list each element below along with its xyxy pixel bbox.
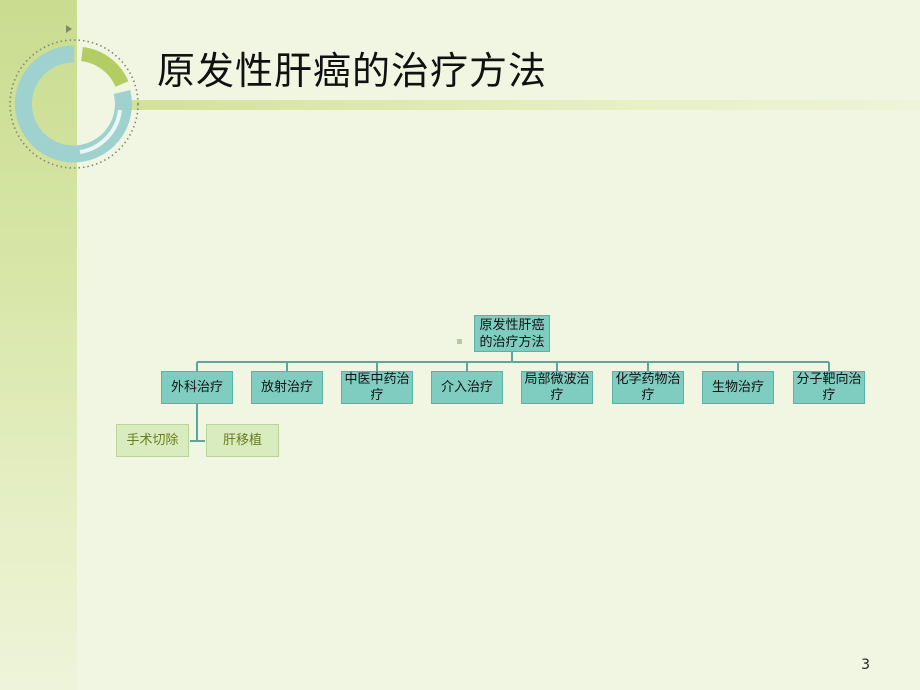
slide-title: 原发性肝癌的治疗方法	[157, 49, 548, 93]
branch-radiotherapy: 放射治疗	[251, 371, 323, 404]
root-node: 原发性肝癌 的治疗方法	[474, 315, 550, 352]
sub-resection: 手术切除	[116, 424, 189, 457]
branch-biotherapy: 生物治疗	[702, 371, 774, 404]
branch-tcm: 中医中药治 疗	[341, 371, 413, 404]
ring-logo-icon	[9, 25, 139, 169]
branch-chemotherapy: 化学药物治 疗	[612, 371, 684, 404]
branch-surgery: 外科治疗	[161, 371, 233, 404]
branch-interventional: 介入治疗	[431, 371, 503, 404]
page-number: 3	[861, 657, 870, 673]
sub-transplant: 肝移植	[206, 424, 279, 457]
title-underline	[130, 100, 920, 110]
left-decor-band	[0, 0, 77, 690]
bullet-marker	[457, 339, 462, 344]
branch-targeted: 分子靶向治 疗	[793, 371, 865, 404]
branch-microwave: 局部微波治 疗	[521, 371, 593, 404]
